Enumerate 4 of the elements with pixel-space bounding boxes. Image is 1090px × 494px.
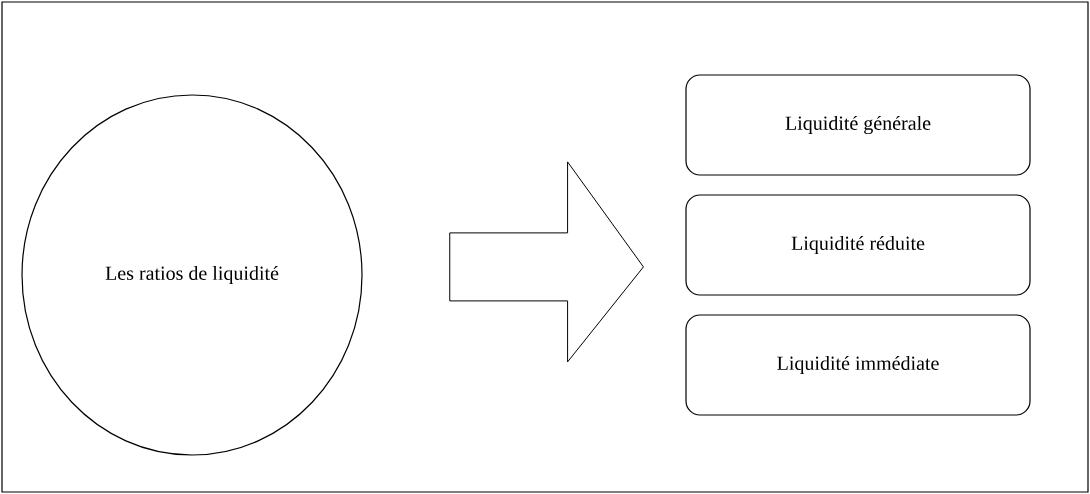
block-arrow (449, 161, 644, 363)
ratio-box: Liquidité générale (685, 74, 1031, 176)
ratio-box: Liquidité réduite (685, 194, 1031, 296)
ratio-box: Liquidité immédiate (685, 314, 1031, 416)
